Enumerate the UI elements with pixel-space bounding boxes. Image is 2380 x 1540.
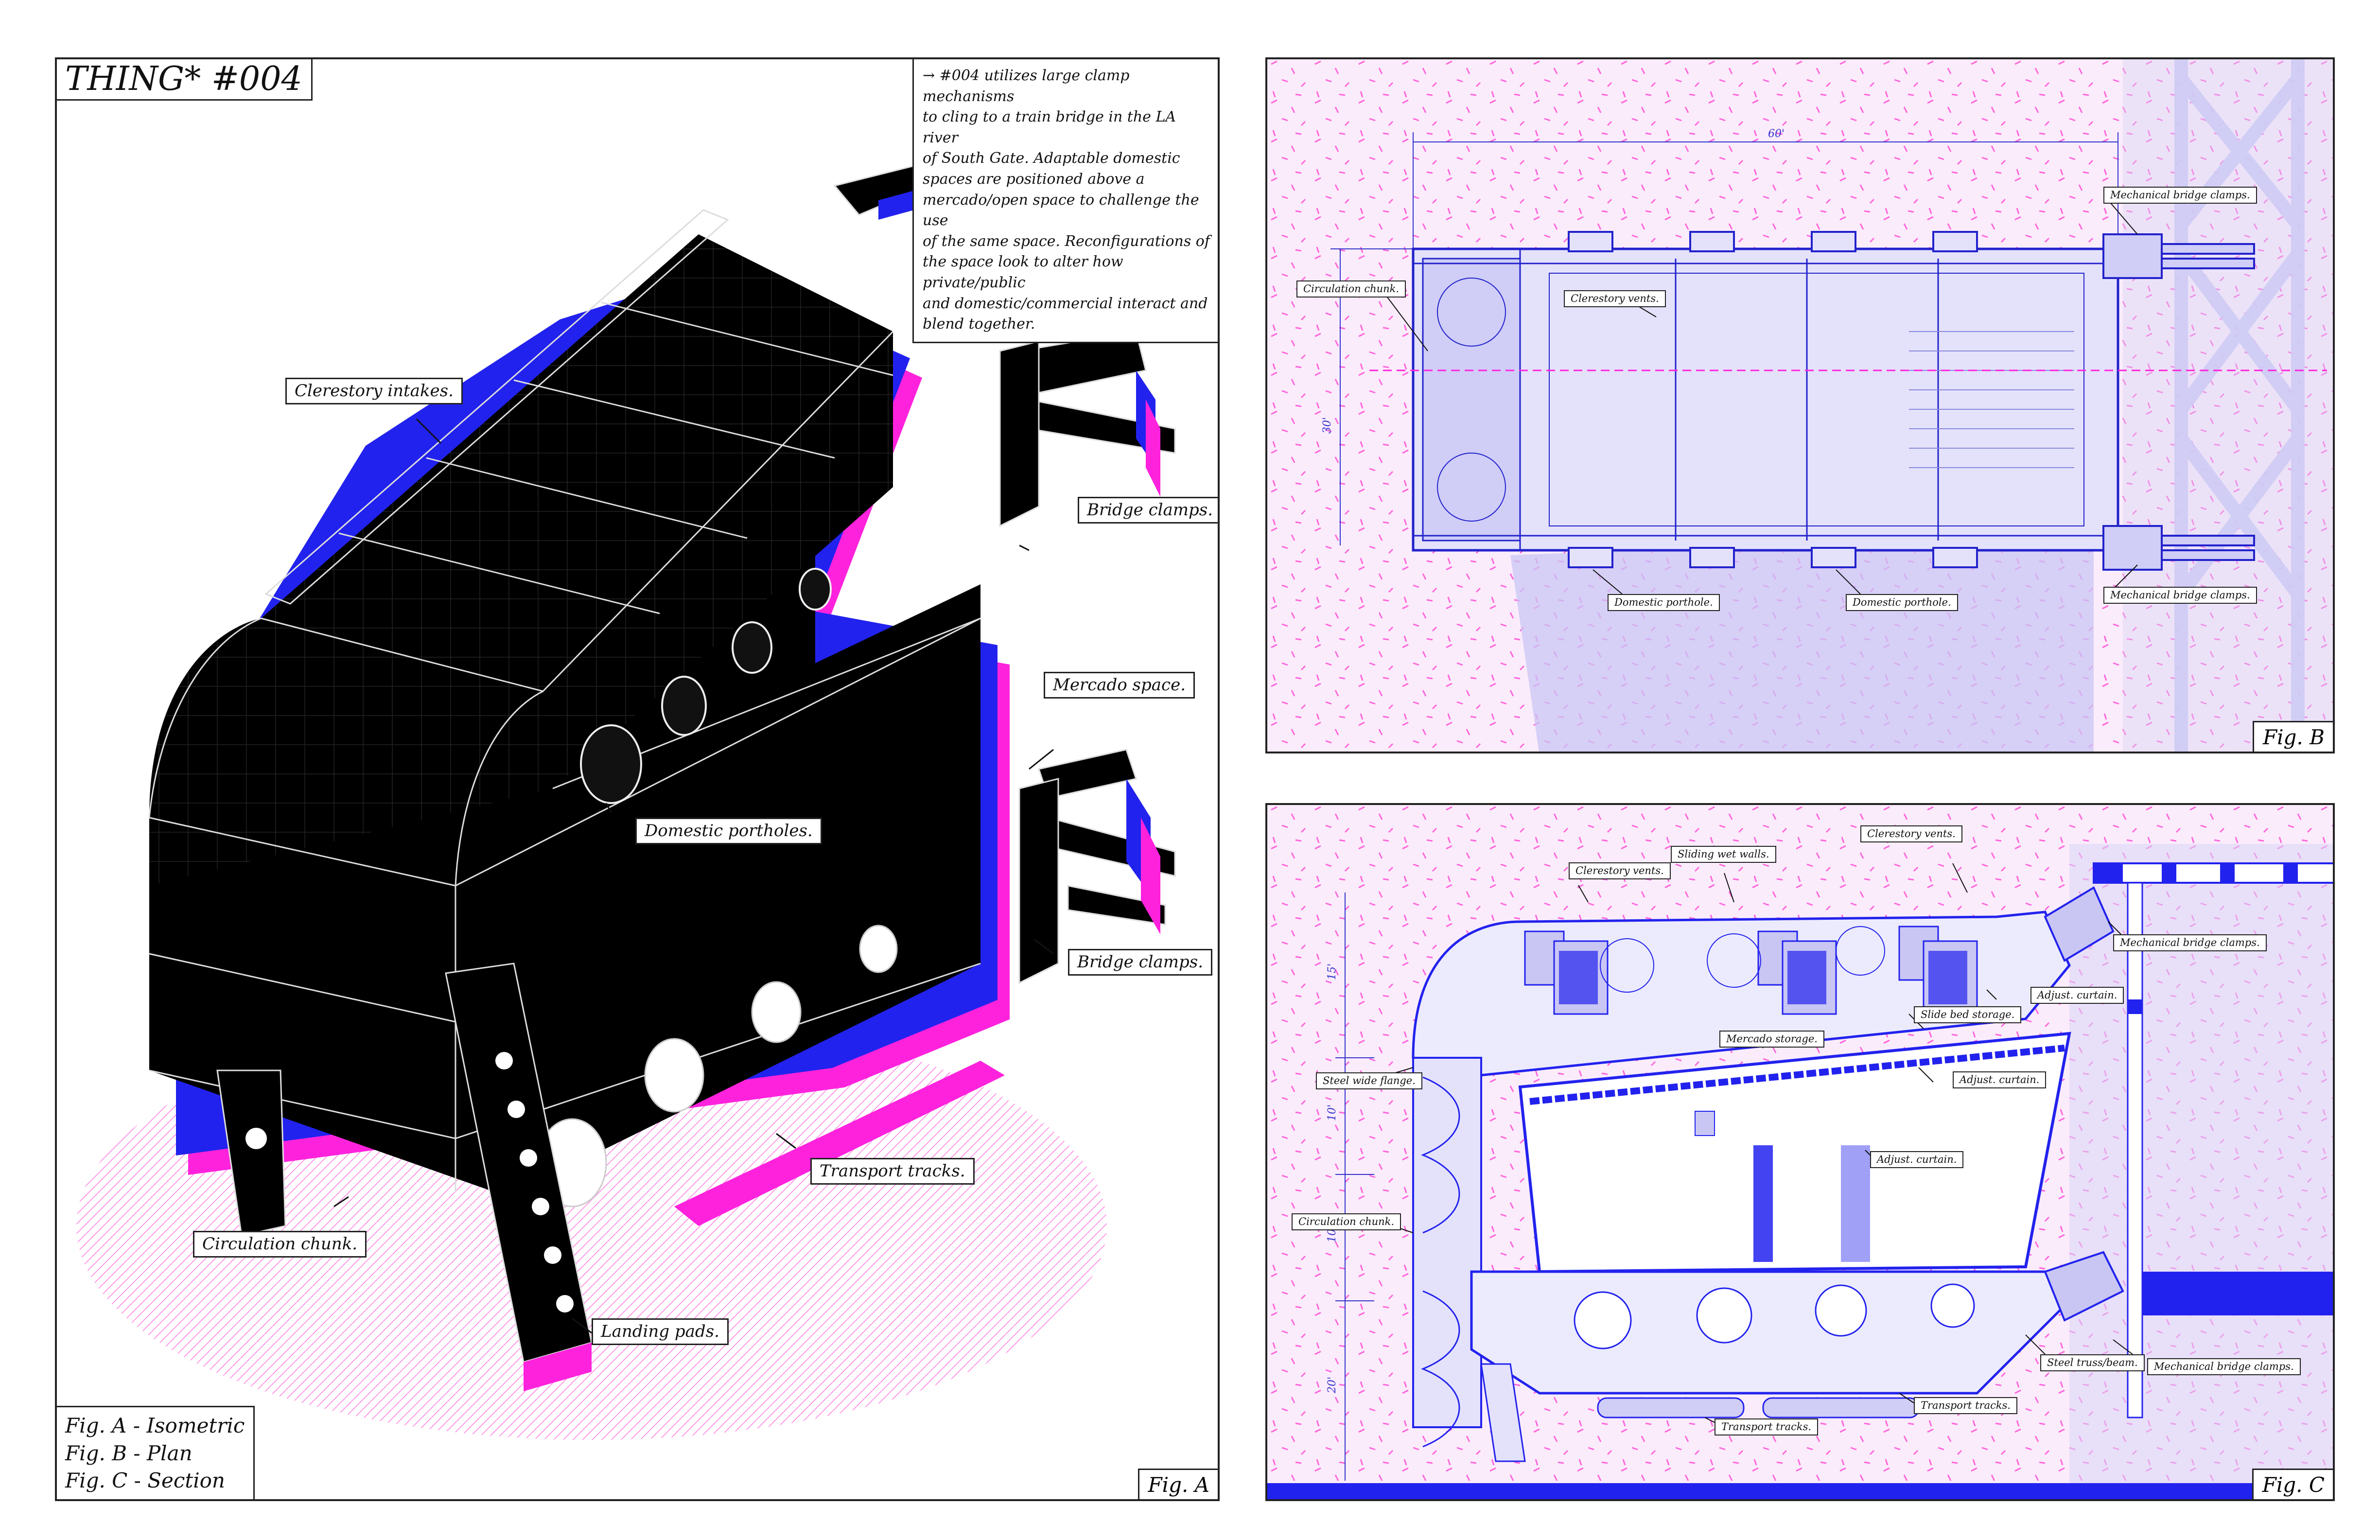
project-description: → #004 utilizes large clamp mechanisms t… [912, 59, 1218, 343]
label-b-circulation-chunk: Circulation chunk. [1296, 280, 1406, 298]
train-bridge [2174, 59, 2305, 752]
description-line: to cling to a train bridge in the LA riv… [923, 108, 1176, 146]
label-circulation-chunk: Circulation chunk. [193, 1231, 367, 1258]
description-line: blend together. [923, 315, 1035, 333]
label-c-circulation-chunk: Circulation chunk. [1292, 1213, 1401, 1231]
dim-20: 20' [1326, 1377, 1338, 1394]
fig-c-panel: 15' 10' 10' 20' [1265, 803, 2335, 1501]
fig-c-drawing: 15' 10' 10' 20' [1267, 805, 2333, 1499]
dim-15: 15' [1326, 963, 1338, 980]
label-bridge-clamps-bottom: Bridge clamps. [1068, 949, 1213, 976]
label-c-adjust-curtain-1: Adjust. curtain. [2030, 987, 2124, 1004]
description-line: → #004 utilizes large clamp mechanisms [923, 67, 1130, 105]
fig-b-tag: Fig. B [2252, 721, 2333, 752]
label-c-adjust-curtain-3: Adjust. curtain. [1870, 1151, 1964, 1169]
label-clerestory-intakes: Clerestory intakes. [285, 378, 463, 405]
label-c-mercado-storage: Mercado storage. [1719, 1031, 1824, 1048]
label-c-slide-bed-storage: Slide bed storage. [1914, 1006, 2022, 1024]
label-mercado-space: Mercado space. [1044, 672, 1195, 699]
label-landing-pads: Landing pads. [592, 1318, 729, 1346]
label-transport-tracks: Transport tracks. [810, 1158, 975, 1185]
fig-b-drawing: 60' 30' [1267, 59, 2333, 752]
dim-height: 30' [1321, 417, 1333, 434]
label-b-domestic-porthole-2: Domestic porthole. [1846, 594, 1958, 612]
legend-fig-b: Fig. B - Plan [65, 1441, 192, 1465]
description-line: spaces are positioned above a [923, 170, 1145, 188]
label-c-mech-clamps-top: Mechanical bridge clamps. [2113, 934, 2267, 952]
figure-legend: Fig. A - Isometric Fig. B - Plan Fig. C … [57, 1406, 255, 1499]
plan-body [1412, 247, 2119, 552]
fig-a-tag: Fig. A [1138, 1469, 1218, 1499]
fig-c-tag: Fig. C [2252, 1469, 2333, 1499]
label-c-transport-tracks-1: Transport tracks. [1715, 1418, 1819, 1436]
fig-a-panel: THING* #004 → #004 utilizes large clamp … [55, 57, 1220, 1501]
section-mercado [1518, 1032, 2071, 1274]
label-c-clerestory-vents-2: Clerestory vents. [1860, 825, 1962, 843]
legend-fig-c: Fig. C - Section [65, 1469, 225, 1493]
description-line: and domestic/commercial interact and [923, 295, 1208, 312]
dim-10a: 10' [1326, 1104, 1338, 1121]
label-b-mech-clamps-bottom: Mechanical bridge clamps. [2103, 587, 2257, 604]
fig-a-drawing [76, 160, 1176, 1440]
label-b-mech-clamps-top: Mechanical bridge clamps. [2103, 187, 2257, 204]
label-c-adjust-curtain-2: Adjust. curtain. [1953, 1071, 2047, 1089]
label-c-clerestory-vents-1: Clerestory vents. [1569, 862, 1671, 880]
description-line: the space look to alter how private/publ… [923, 253, 1123, 291]
bridge-beam [2142, 1272, 2333, 1315]
legend-fig-a: Fig. A - Isometric [65, 1414, 245, 1437]
description-line: of the same space. Reconfigurations of [923, 232, 1210, 250]
section-lower-module [1470, 1270, 2071, 1395]
label-b-clerestory-vents: Clerestory vents. [1564, 290, 1666, 308]
back-leg [216, 1069, 286, 1237]
page-title: THING* #004 [57, 59, 313, 101]
label-bridge-clamps-top: Bridge clamps. [1078, 497, 1218, 524]
ground-line [1267, 1483, 2333, 1499]
description-line: of South Gate. Adaptable domestic [923, 150, 1180, 167]
label-c-steel-truss: Steel truss/beam. [2040, 1354, 2145, 1372]
dim-width: 60' [1768, 128, 1785, 140]
label-domestic-portholes: Domestic portholes. [635, 818, 822, 845]
fig-b-panel: 60' 30' [1265, 57, 2335, 753]
label-c-mech-clamps-bottom: Mechanical bridge clamps. [2147, 1358, 2301, 1376]
description-line: mercado/open space to challenge the use [923, 191, 1199, 229]
label-c-sliding-wet-walls: Sliding wet walls. [1671, 846, 1776, 863]
label-b-domestic-porthole-1: Domestic porthole. [1608, 594, 1720, 612]
label-c-transport-tracks-2: Transport tracks. [1914, 1397, 2018, 1415]
label-c-steel-wide-flange: Steel wide flange. [1316, 1072, 1422, 1090]
